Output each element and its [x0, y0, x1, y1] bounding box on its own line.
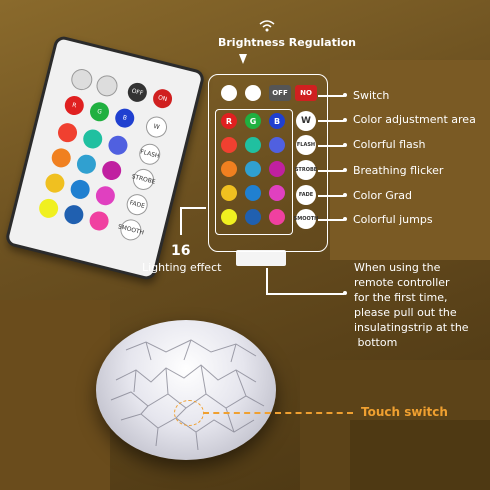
remote-color-button[interactable]	[106, 133, 130, 157]
colorful-flash-label: Colorful flash	[353, 138, 426, 151]
panel-color-button	[221, 161, 237, 177]
callout-dot	[343, 291, 347, 295]
breathing-flicker-label: Breathing flicker	[353, 164, 444, 177]
note-line: remote controller	[354, 276, 450, 289]
panel-color-button	[269, 209, 285, 225]
note-connector-line	[266, 293, 344, 295]
bg-block	[0, 300, 110, 490]
bracket-line	[180, 207, 206, 209]
lighting-effect-label: Lighting effect	[142, 261, 222, 274]
panel-off-button: OFF	[269, 85, 291, 101]
panel-strobe-button: STROBE	[295, 160, 317, 180]
bg-block	[350, 420, 490, 490]
remote-strobe-button[interactable]: STROBE	[130, 166, 157, 193]
callout-line	[318, 195, 344, 197]
callout-line	[318, 145, 344, 147]
remote-smooth-button[interactable]: SMOOTH	[117, 217, 145, 243]
panel-g-button: G	[245, 113, 261, 129]
note-line: for the first time,	[354, 291, 448, 304]
wifi-icon	[259, 20, 275, 32]
remote-w-button[interactable]: W	[143, 114, 170, 140]
panel-color-button	[245, 137, 261, 153]
remote-color-button[interactable]	[100, 158, 124, 183]
callout-line	[318, 170, 344, 172]
remote-color-button[interactable]	[43, 171, 67, 195]
callout-dot	[343, 118, 347, 122]
panel-color-button	[245, 185, 261, 201]
panel-w-button: W	[296, 111, 316, 131]
remote-fade-button[interactable]: FADE	[124, 191, 150, 218]
panel-color-grid-box	[215, 109, 293, 235]
panel-b-button: B	[269, 113, 285, 129]
callout-line	[318, 219, 344, 221]
remote-diagram-panel: OFF NO R G B W FLASH STROBE FADE SMOOTH	[208, 74, 328, 252]
remote-color-button[interactable]	[87, 209, 111, 233]
remote-color-button[interactable]	[81, 127, 105, 151]
panel-color-button	[245, 161, 261, 177]
brightness-up-icon[interactable]	[69, 66, 95, 93]
remote-color-button[interactable]	[93, 184, 117, 208]
touch-switch-line	[203, 412, 353, 414]
remote-off-button[interactable]: OFF	[125, 80, 149, 104]
brightness-down-icon	[245, 85, 261, 101]
callout-line	[318, 120, 344, 122]
remote-b-button[interactable]: B	[113, 106, 137, 130]
touch-switch-label: Touch switch	[361, 405, 448, 419]
remote-flash-button[interactable]: FLASH	[137, 141, 163, 167]
callout-dot	[343, 93, 347, 97]
remote-color-button[interactable]	[74, 152, 98, 176]
brightness-down-icon[interactable]	[94, 73, 120, 99]
panel-color-button	[269, 137, 285, 153]
panel-color-button	[245, 209, 261, 225]
note-line: When using the	[354, 261, 441, 274]
panel-color-button	[269, 185, 285, 201]
remote-r-button[interactable]: R	[62, 93, 86, 118]
note-line: insulatingstrip at the	[354, 321, 469, 334]
switch-label: Switch	[353, 89, 390, 102]
crackle-pattern	[110, 339, 265, 451]
callout-dot	[343, 193, 347, 197]
panel-smooth-button: SMOOTH	[294, 209, 318, 229]
remote-on-button[interactable]: ON	[151, 87, 175, 111]
callout-line	[318, 95, 344, 97]
panel-color-button	[221, 209, 237, 225]
remote-color-button[interactable]	[49, 146, 73, 170]
callout-dot	[343, 168, 347, 172]
remote-color-button[interactable]	[68, 177, 92, 201]
note-connector-line	[266, 268, 268, 294]
panel-flash-button: FLASH	[296, 135, 316, 155]
panel-color-button	[221, 185, 237, 201]
bracket-line	[180, 207, 182, 235]
panel-color-button	[269, 161, 285, 177]
touch-switch-marker[interactable]	[174, 400, 204, 426]
callout-dot	[343, 143, 347, 147]
color-grad-label: Color Grad	[353, 189, 412, 202]
lamp-base[interactable]	[96, 320, 276, 460]
remote-color-button[interactable]	[55, 121, 80, 145]
first-time-note: When using the remote controller for the…	[354, 260, 469, 350]
remote-color-button[interactable]	[62, 203, 86, 227]
note-line: please pull out the	[354, 306, 457, 319]
brightness-regulation-label: Brightness Regulation	[218, 36, 357, 49]
lighting-effect-count: 16	[171, 243, 191, 259]
brightness-up-icon	[221, 85, 237, 101]
bg-block	[330, 60, 490, 260]
panel-r-button: R	[221, 113, 237, 129]
note-line: bottom	[354, 336, 398, 349]
color-adjustment-label: Color adjustment area	[353, 113, 476, 126]
down-arrow-icon	[239, 54, 247, 64]
remote-g-button[interactable]: G	[87, 100, 112, 124]
panel-fade-button: FADE	[296, 185, 316, 205]
remote-color-button[interactable]	[37, 196, 61, 220]
panel-color-button	[221, 137, 237, 153]
panel-on-button: NO	[295, 85, 317, 101]
acrylic-stand	[236, 250, 286, 266]
callout-dot	[343, 217, 347, 221]
colorful-jumps-label: Colorful jumps	[353, 213, 433, 226]
